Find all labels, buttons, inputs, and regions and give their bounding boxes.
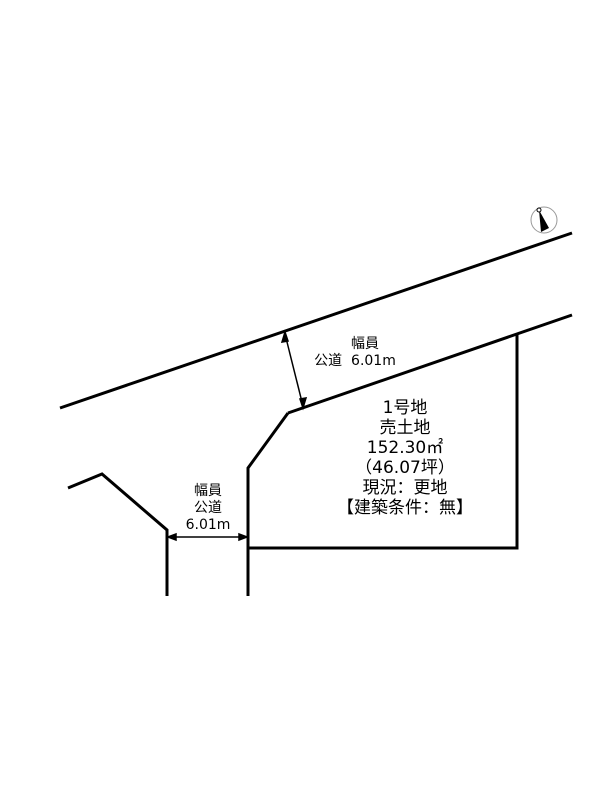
dimension-line-top-road [284,333,304,407]
top-road-type: 公道 [314,353,343,369]
left-road-label-line2: 公道 [194,500,222,516]
road-left-left-edge [67,472,169,596]
arrowhead [238,532,250,542]
arrowhead [165,532,177,542]
top-road-label-line1: 幅員 [351,336,379,352]
plot-number: 1号地 [382,398,428,418]
arrowhead [299,397,308,411]
left-road-label: 幅員 公道 6.01m [170,483,246,534]
plot-type: 売土地 [379,418,431,438]
plot-condition: 【建築条件：無】 [337,498,473,518]
plot-status: 現況：更地 [362,478,448,498]
plot-area-tsubo: （46.07坪） [355,458,455,478]
left-road-width: 6.01m [185,517,231,533]
left-road-label-line1: 幅員 [194,483,222,499]
road-top-upper-edge [59,231,573,410]
road-top-lower-edge [287,313,573,415]
plot-info: 1号地 売土地 152.30㎡ （46.07坪） 現況：更地 【建築条件：無】 [300,398,510,518]
arrowhead [280,329,289,343]
top-road-label-line2: 公道 6.01m [300,353,410,370]
plot-area-sqm: 152.30㎡ [366,438,444,458]
top-road-width: 6.01m [351,353,396,369]
top-road-label: 幅員 公道 6.01m [300,336,410,370]
north-arrow-icon [530,206,558,234]
